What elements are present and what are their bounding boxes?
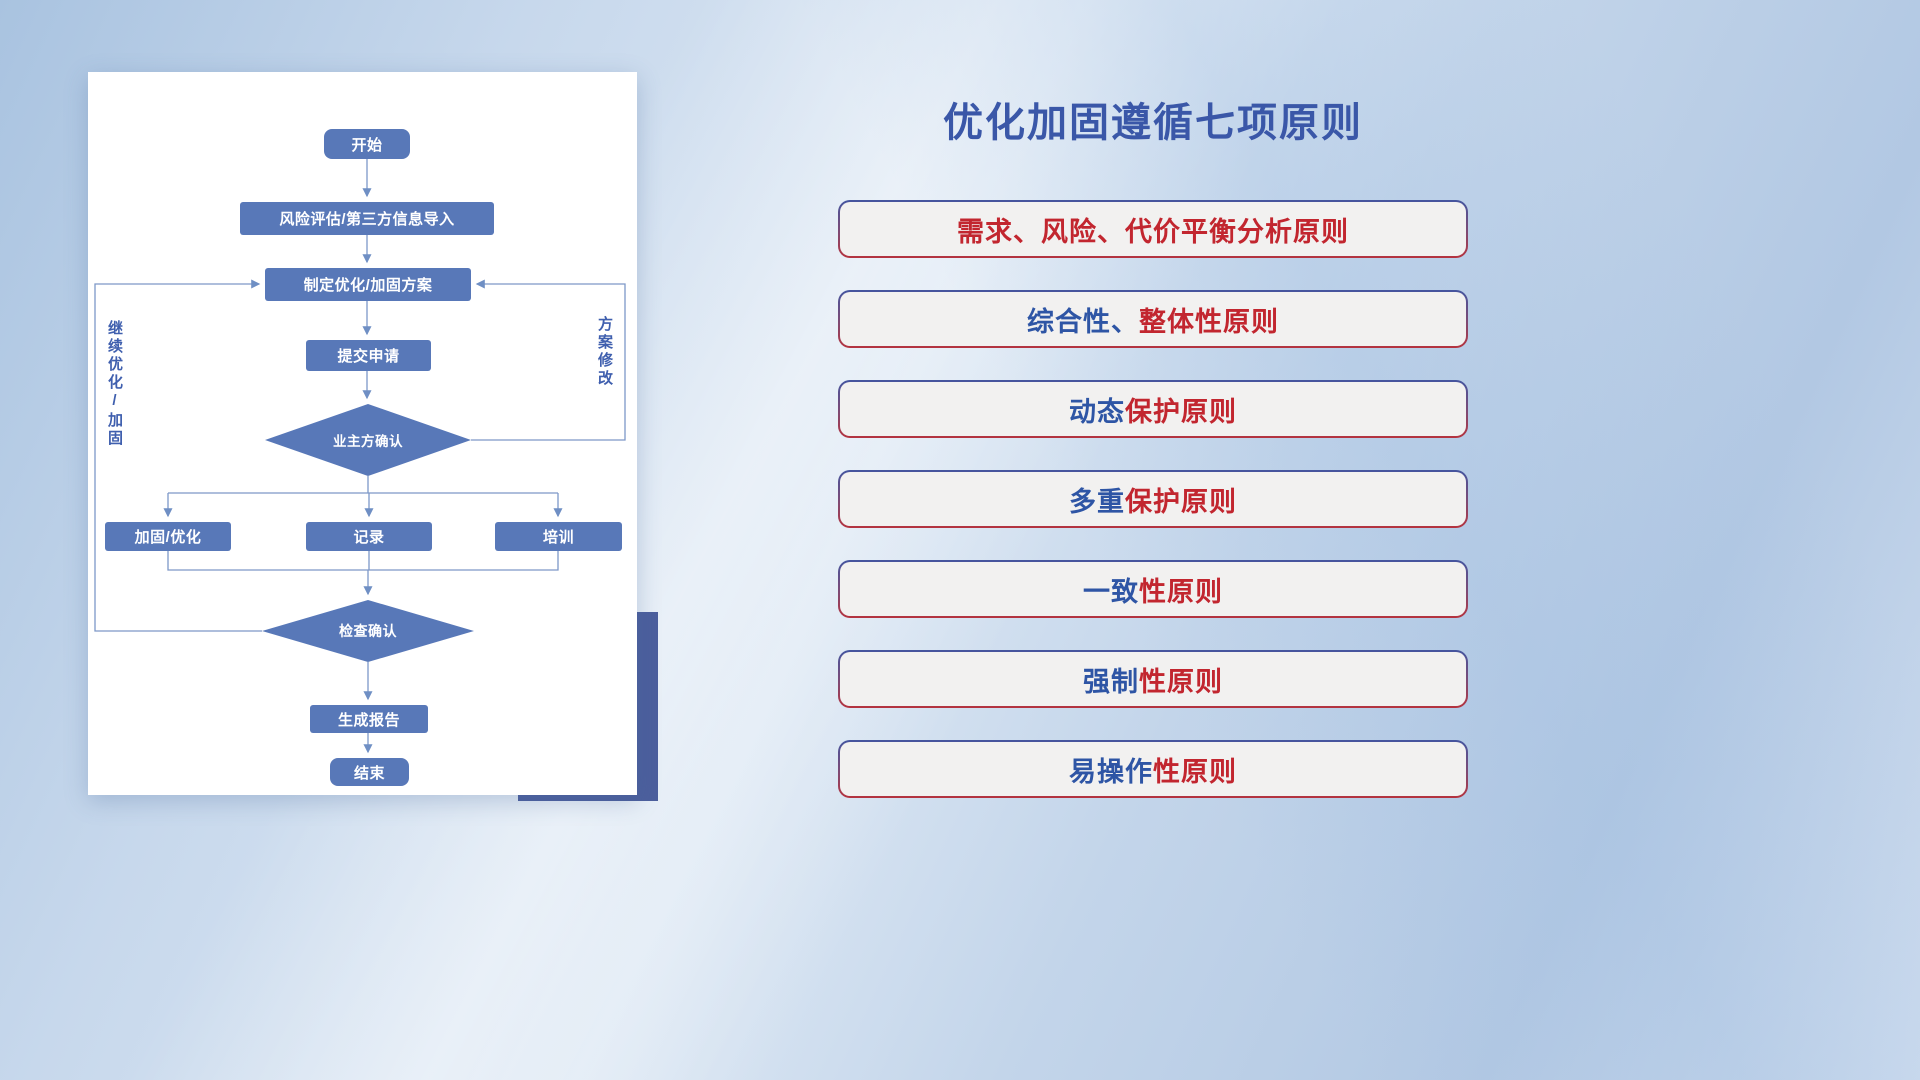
flow-node-report: 生成报告 — [310, 705, 428, 733]
flow-node-reinforce: 加固/优化 — [105, 522, 231, 551]
flow-node-training-label: 培训 — [542, 529, 574, 546]
flow-node-training: 培训 — [495, 522, 622, 551]
principle-item: 强制 性原则 — [838, 650, 1468, 708]
principle-text-blue: 易操作 — [1069, 756, 1153, 787]
edge-label-continue-optimize: 继续优化/加固 — [106, 320, 123, 448]
flow-node-record-label: 记录 — [353, 529, 385, 546]
flow-node-submit: 提交申请 — [306, 340, 431, 371]
principle-text-red: 性原则 — [1139, 576, 1223, 607]
flow-decision-check-confirm-label: 检查确认 — [339, 623, 397, 639]
flow-node-submit-label: 提交申请 — [337, 348, 400, 365]
flow-decision-owner-confirm-label: 业主方确认 — [333, 434, 403, 449]
principle-text-blue: 多重 — [1069, 486, 1125, 517]
flow-node-risk-import: 风险评估/第三方信息导入 — [240, 202, 494, 235]
principle-item-label: 易操作 性原则 — [840, 742, 1466, 796]
flow-node-risk-import-label: 风险评估/第三方信息导入 — [279, 211, 455, 228]
edge-label-plan-modify: 方案修改 — [596, 316, 613, 388]
principle-item-label: 综合性、 整体性原则 — [840, 292, 1466, 346]
flow-node-record: 记录 — [306, 522, 432, 551]
flow-node-make-plan: 制定优化/加固方案 — [265, 268, 471, 301]
principle-item: 动态 保护原则 — [838, 380, 1468, 438]
flow-node-make-plan-label: 制定优化/加固方案 — [303, 277, 433, 294]
principle-text-red: 保护原则 — [1125, 486, 1237, 517]
principle-item: 需求、风险、代价平衡分析原则 — [838, 200, 1468, 258]
principle-item: 多重 保护原则 — [838, 470, 1468, 528]
principle-text-blue: 强制 — [1083, 666, 1139, 697]
flow-node-start-label: 开始 — [351, 136, 383, 154]
principle-text-red: 需求、风险、代价平衡分析原则 — [957, 216, 1349, 247]
principle-text-red: 性原则 — [1153, 756, 1237, 787]
flowchart-connectors — [94, 159, 626, 754]
principle-text-blue: 动态 — [1069, 396, 1125, 427]
principles-panel: 优化加固遵循七项原则 需求、风险、代价平衡分析原则 综合性、 整体性原则 动态 … — [838, 90, 1468, 830]
flowchart-card: 开始 风险评估/第三方信息导入 制定优化/加固方案 提交申请 业主方确认 加固/… — [88, 72, 637, 795]
principle-text-red: 性原则 — [1139, 666, 1223, 697]
principle-text-red: 整体性原则 — [1139, 306, 1279, 337]
principle-item: 易操作 性原则 — [838, 740, 1468, 798]
principle-item-label: 一致 性原则 — [840, 562, 1466, 616]
principle-item-label: 多重 保护原则 — [840, 472, 1466, 526]
principles-title: 优化加固遵循七项原则 — [943, 101, 1363, 145]
principle-item: 综合性、 整体性原则 — [838, 290, 1468, 348]
flow-node-report-label: 生成报告 — [337, 711, 400, 729]
flow-node-end: 结束 — [330, 758, 409, 786]
principle-item: 一致 性原则 — [838, 560, 1468, 618]
principle-text-blue: 一致 — [1083, 576, 1139, 607]
principle-item-label: 动态 保护原则 — [840, 382, 1466, 436]
flow-node-reinforce-label: 加固/优化 — [134, 529, 202, 546]
principle-text-red: 保护原则 — [1125, 396, 1237, 427]
principle-item-label: 需求、风险、代价平衡分析原则 — [840, 202, 1466, 256]
principle-item-label: 强制 性原则 — [840, 652, 1466, 706]
principle-text-blue: 综合性、 — [1027, 306, 1139, 337]
flow-node-start: 开始 — [324, 129, 410, 159]
flow-node-end-label: 结束 — [353, 764, 385, 782]
